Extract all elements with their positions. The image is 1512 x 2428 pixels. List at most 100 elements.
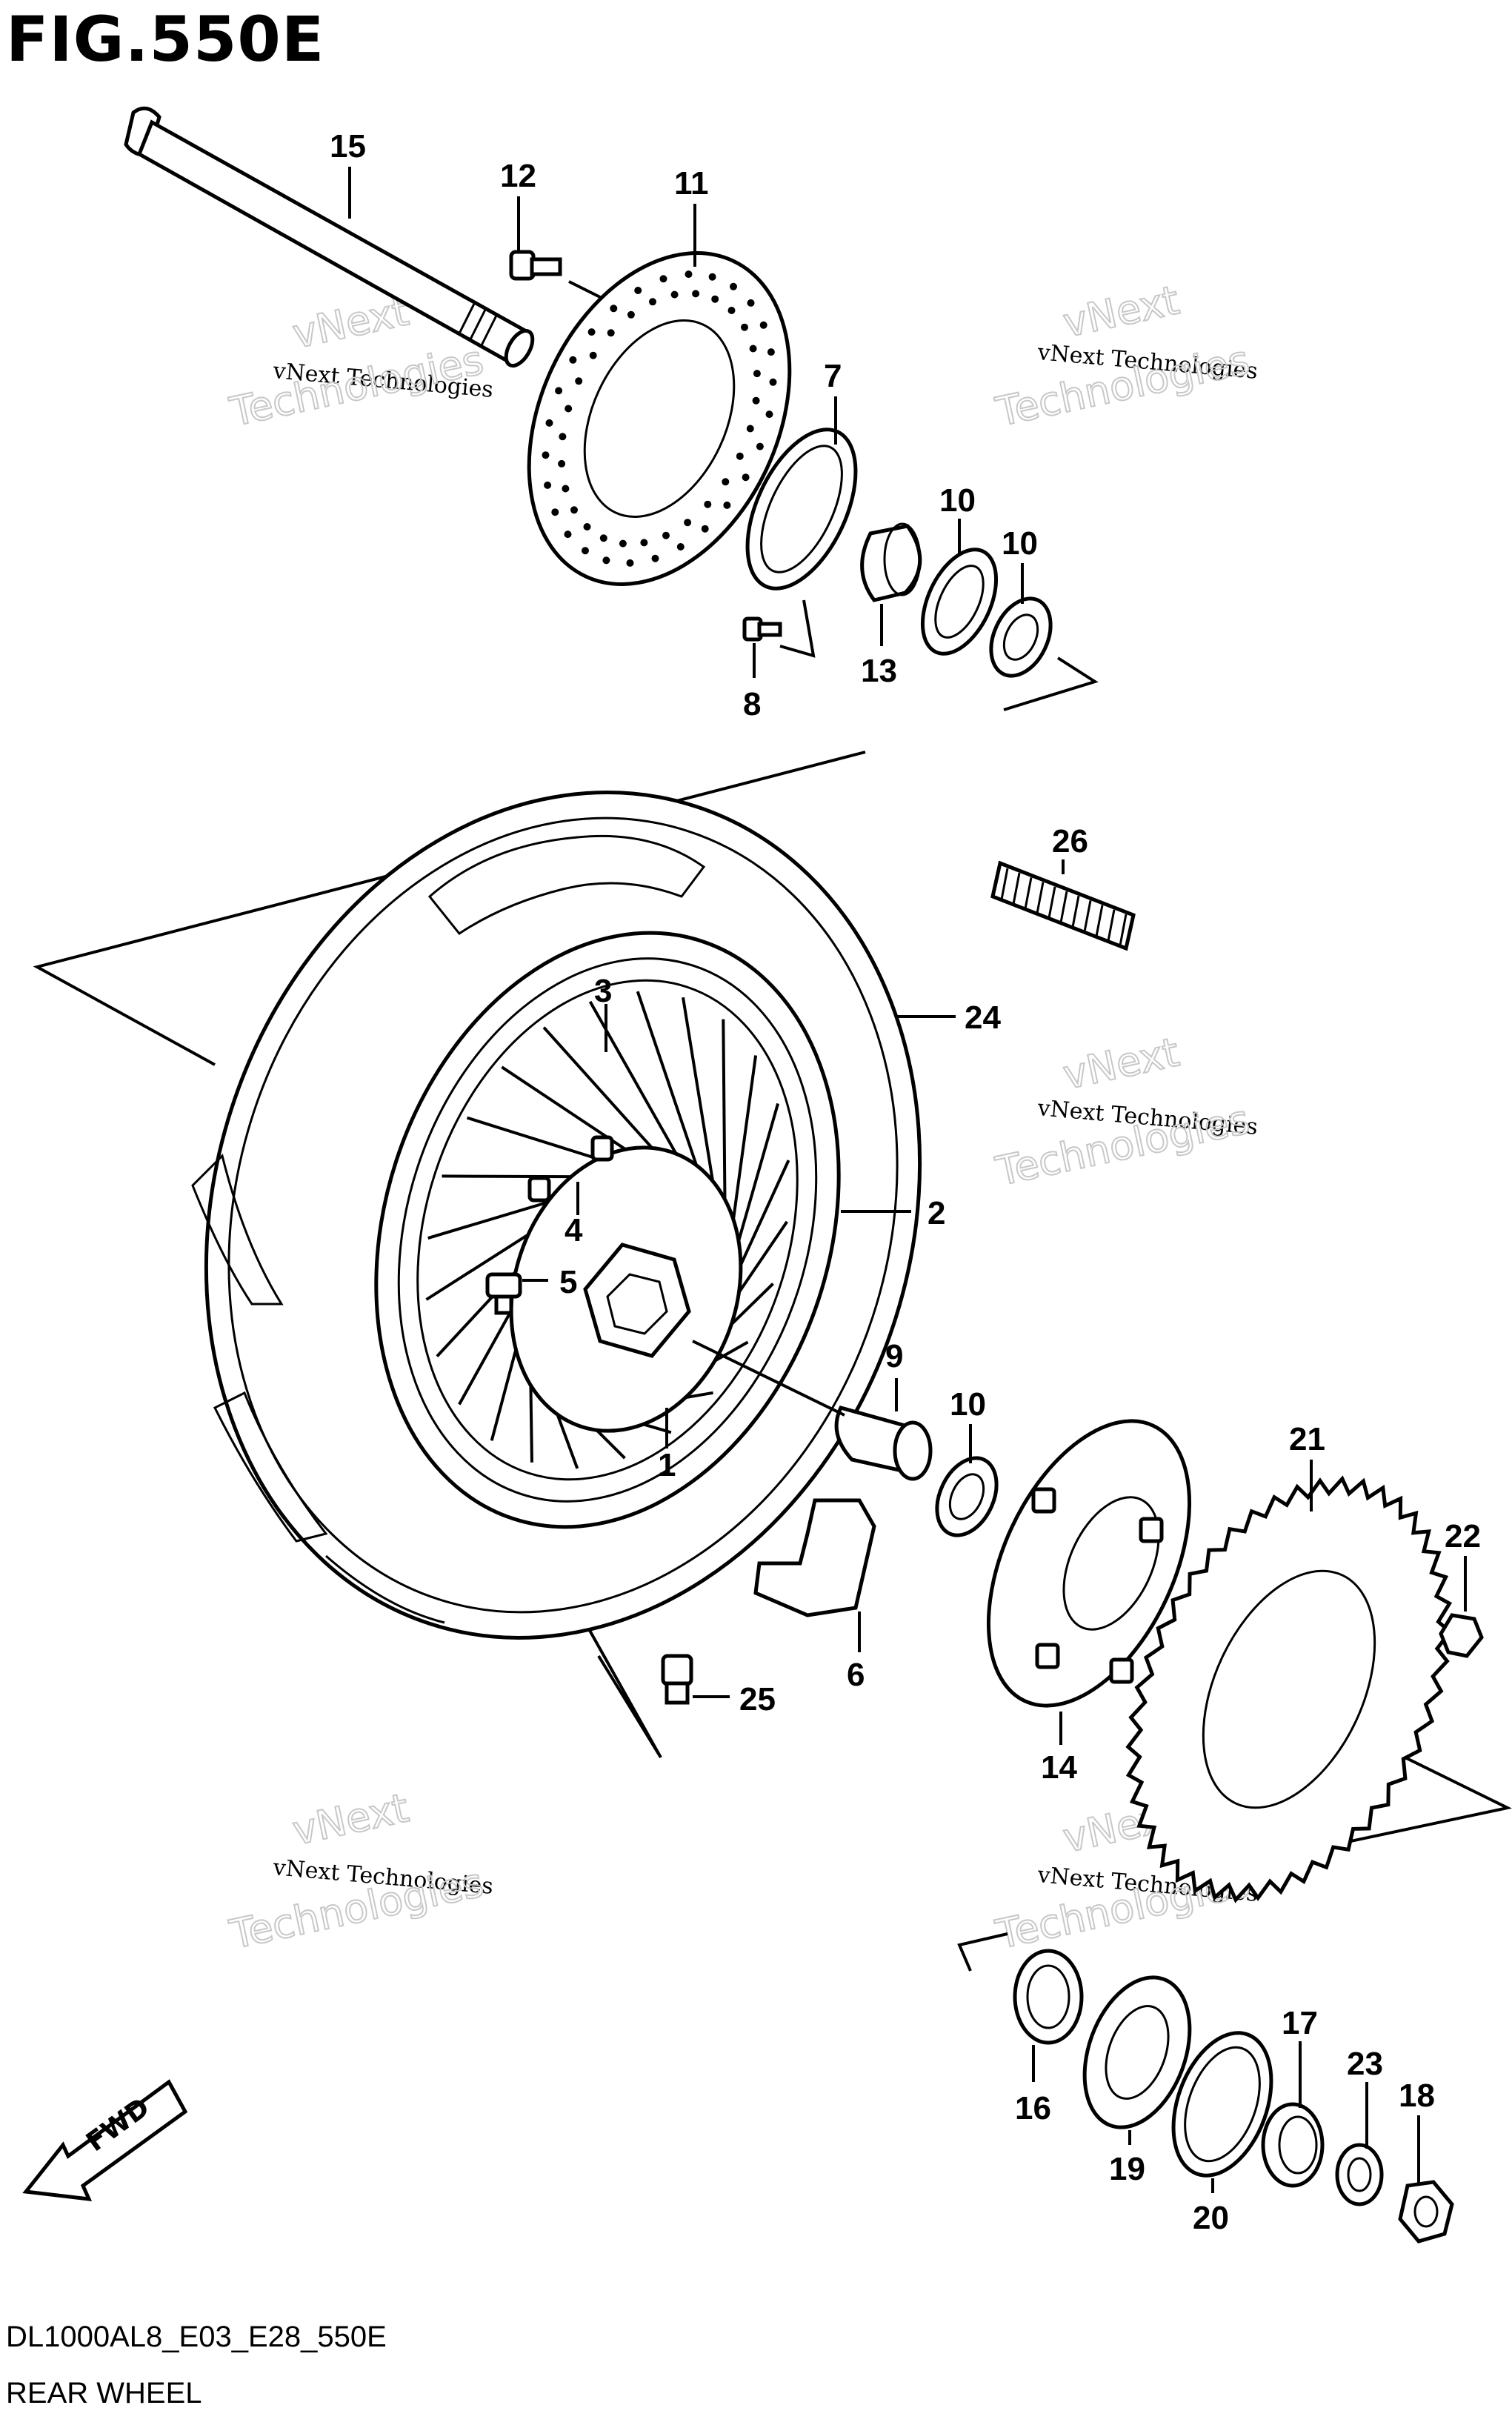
disc-vent-hole: [676, 543, 685, 551]
callout-12: 11: [674, 165, 709, 202]
callout-labels: 15 12 11 7 8 13 10 10 26 24 2 3 4 5 1 9 …: [330, 128, 1481, 2236]
collar-end: [883, 522, 922, 596]
disc-vent-hole: [684, 519, 692, 527]
bearing-inner: [1002, 613, 1039, 661]
bearing-inner: [948, 1473, 985, 1520]
strip-tick: [1036, 882, 1045, 914]
fwd-arrow-icon: [22, 2079, 188, 2201]
forward-direction-arrow: FWD: [22, 2079, 188, 2201]
strip-tick: [1012, 872, 1021, 905]
balance-weight: [485, 1272, 522, 1299]
disc-vent-hole: [564, 405, 573, 413]
callout-22: 21: [1289, 1421, 1325, 1457]
callout-13: 12: [500, 158, 536, 194]
callout-18: 17: [1282, 2005, 1318, 2041]
disc-inner: [583, 319, 736, 518]
callout-10-lower: 10: [950, 1386, 986, 1423]
disc-vent-hole: [582, 547, 589, 555]
collar-part-14: [860, 522, 922, 602]
collar-body: [860, 524, 922, 602]
disc-vent-hole: [670, 290, 679, 299]
disc-vent-hole: [727, 307, 736, 314]
strip-tick: [1059, 891, 1068, 923]
strip-tick: [1095, 905, 1104, 937]
bearing-outer: [935, 1456, 999, 1537]
collar-outer: [1261, 2102, 1325, 2188]
disc-vent-hole: [711, 295, 719, 303]
callout-11: 10: [939, 482, 976, 519]
disc-vent-hole: [769, 378, 777, 386]
disc-vent-hole: [570, 506, 578, 514]
sensor-ring-part-7: [745, 428, 858, 591]
disc-vent-hole: [610, 305, 618, 313]
callout-23: 22: [1445, 1518, 1481, 1554]
bolt-thread: [757, 622, 782, 637]
guide-line-lower: [957, 1932, 1008, 1972]
disc-vent-hole: [583, 523, 591, 530]
disc-vent-hole: [685, 270, 693, 279]
disc-vent-hole: [701, 525, 709, 533]
hub-bore: [606, 1273, 668, 1335]
brake-disc-part-12: [527, 251, 792, 586]
valve-stem: [665, 1681, 690, 1705]
guide-line-bolt8: [779, 599, 816, 658]
disc-vent-hole: [749, 345, 757, 353]
carrier-stud: [1109, 1657, 1134, 1684]
disc-vent-hole: [649, 298, 656, 306]
seal-inner: [934, 565, 985, 639]
callout-14: 13: [861, 653, 897, 689]
callout-19: 18: [1399, 2078, 1435, 2114]
disc-vent-hole: [634, 287, 642, 294]
disc-vent-hole: [736, 452, 744, 460]
weight-clip: [494, 1294, 513, 1315]
disc-vent-hole: [544, 481, 552, 489]
disc-vent-hole: [619, 539, 627, 548]
bolt-leader: [568, 280, 602, 299]
sensor-ring-outer: [745, 428, 858, 591]
callout-7: 7: [824, 358, 842, 394]
disc-vent-hole: [640, 539, 648, 547]
disc-vent-hole: [742, 473, 750, 482]
washer-outer: [1335, 2143, 1384, 2206]
disc-vent-hole: [765, 410, 773, 419]
disc-vent-holes: [542, 270, 777, 567]
disc-vent-hole: [723, 501, 731, 509]
strip-tick: [1000, 868, 1009, 900]
bolt-thread: [530, 257, 562, 276]
spoke-nipple-part-4: [527, 1135, 614, 1203]
sprocket-center: [1202, 1569, 1376, 1809]
collar-inner: [1278, 2115, 1318, 2175]
hub-center: [583, 1243, 691, 1358]
hub-part-1: [509, 1145, 743, 1433]
watermark-outline: vNext: [289, 1784, 413, 1854]
nut-part-19: [1398, 2180, 1454, 2244]
guide-line-hub: [1003, 656, 1099, 711]
carrier-stud: [1035, 1643, 1060, 1669]
callout-16: 15: [330, 128, 366, 164]
collar-inner: [1026, 1964, 1070, 2029]
diagram-name: REAR WHEEL: [6, 2377, 202, 2409]
watermark-outline: vNext: [1059, 1028, 1183, 1098]
sensor-ring-inner: [760, 445, 843, 573]
watermark-outline: vNext: [1059, 276, 1183, 346]
nut-bore: [1413, 2195, 1439, 2228]
rim-inner: [397, 957, 818, 1503]
strip-tick: [1083, 900, 1092, 932]
tire-tread-block: [325, 1554, 445, 1624]
valve-cap: [661, 1654, 693, 1686]
disc-vent-hole: [559, 433, 567, 441]
axle-thread-end: [504, 328, 535, 368]
disc-vent-hole: [564, 530, 572, 539]
bearing-part-10-lower: [935, 1456, 999, 1537]
label-strip-part-27: [990, 860, 1136, 951]
carrier-bore: [1062, 1496, 1160, 1631]
disc-vent-hole: [756, 442, 764, 450]
disc-vent-hole: [692, 290, 700, 298]
tire-tread-block: [213, 1391, 328, 1543]
watermark-outline: Technologies: [226, 336, 487, 436]
spacer-leader: [692, 1340, 845, 1417]
figure-title: FIG.550E: [6, 3, 325, 76]
disc-vent-hole: [589, 351, 597, 359]
spacer-part-9: [692, 1340, 933, 1481]
